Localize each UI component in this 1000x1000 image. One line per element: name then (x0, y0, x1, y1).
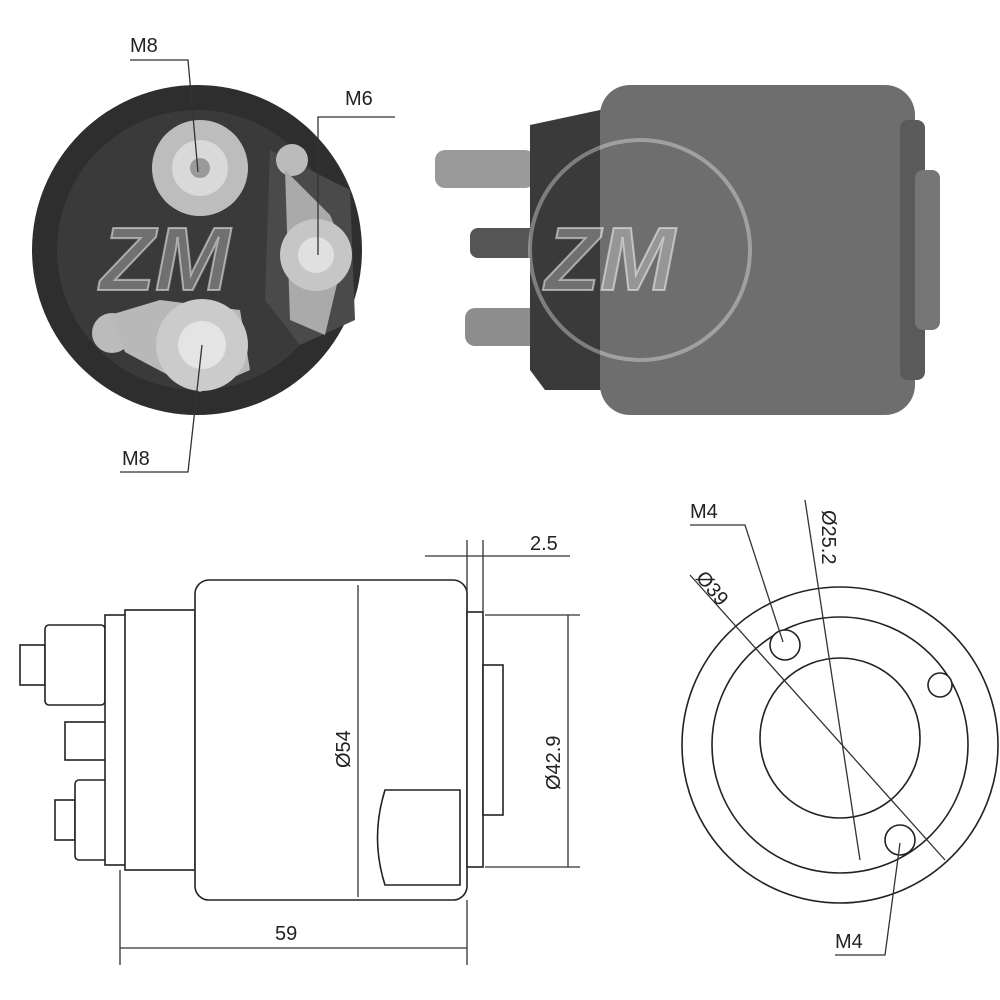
label-m4-bottom: M4 (835, 931, 863, 953)
dim-length: 59 (275, 923, 297, 945)
dim-body-diameter: Ø54 (333, 730, 355, 768)
side-view-photo: ZM (435, 85, 940, 415)
front-view-photo: ZM (32, 85, 362, 415)
watermark-logo-front: ZM (97, 210, 232, 310)
dim-front-diameter: Ø42.9 (543, 736, 565, 790)
label-m6: M6 (345, 88, 373, 110)
side-technical-drawing (19, 579, 504, 901)
dim-bolt-circle: Ø39 (691, 567, 732, 610)
label-m8-bottom: M8 (122, 448, 150, 470)
dim-inner-diameter: Ø25.2 (817, 510, 839, 564)
label-m8-top: M8 (130, 35, 158, 57)
watermark-logo-side: ZM (542, 210, 677, 310)
end-technical-drawing (681, 586, 999, 904)
dim-flange-gap: 2.5 (530, 533, 558, 555)
label-m4-top: M4 (690, 501, 718, 523)
